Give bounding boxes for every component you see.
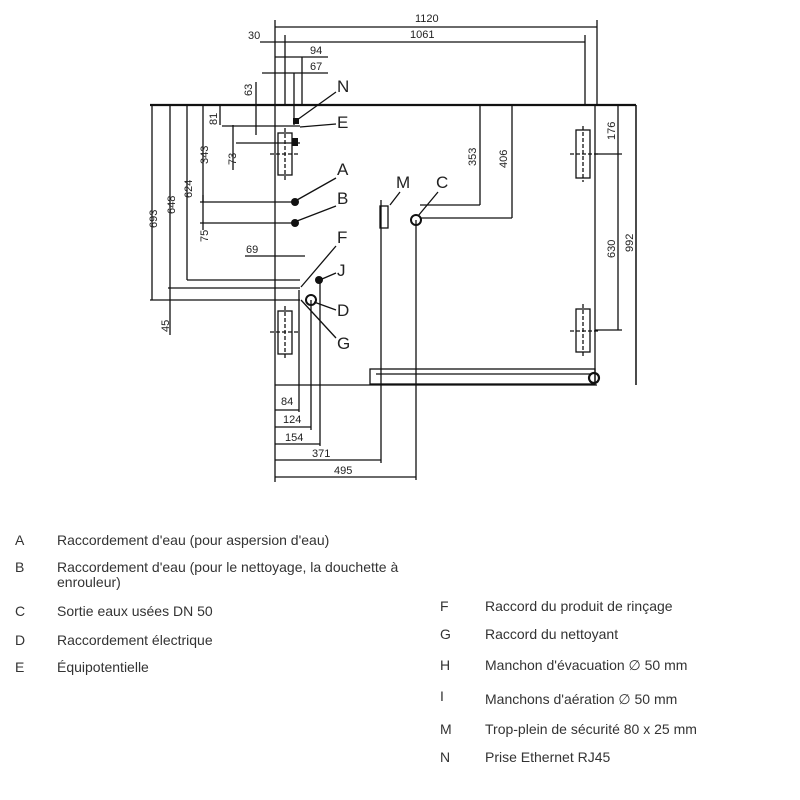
legend-key: G xyxy=(440,626,451,642)
dim-75: 75 xyxy=(199,230,211,242)
dim-69: 69 xyxy=(246,244,258,256)
technical-drawing: 1120 1061 30 94 67 63 693 648 624 343 75… xyxy=(148,13,637,482)
overflow-m xyxy=(379,205,389,229)
dim-630: 630 xyxy=(606,240,618,258)
dim-176: 176 xyxy=(606,122,618,140)
dim-124: 124 xyxy=(283,414,301,426)
legend-key: C xyxy=(15,603,26,619)
connection-j xyxy=(315,276,323,284)
legend-text: enrouleur) xyxy=(57,574,121,590)
legend-text: Raccordement d'eau (pour aspersion d'eau… xyxy=(57,532,330,548)
dim-693: 693 xyxy=(148,210,160,228)
label-n: N xyxy=(337,77,349,96)
label-f: F xyxy=(337,228,347,247)
dim-94: 94 xyxy=(310,45,322,57)
legend-key: I xyxy=(440,688,444,704)
dim-73: 73 xyxy=(227,153,239,165)
legend-key: E xyxy=(15,659,25,675)
right-dimension-lines xyxy=(420,105,637,385)
connection-d xyxy=(305,294,317,306)
label-b: B xyxy=(337,189,348,208)
legend-text: Raccord du nettoyant xyxy=(485,626,619,642)
centerlines xyxy=(270,126,600,358)
dim-30: 30 xyxy=(248,30,260,42)
legend-key: H xyxy=(440,657,451,673)
legend-text: Manchons d'aération ∅ 50 mm xyxy=(485,691,678,707)
dim-371: 371 xyxy=(312,448,330,460)
dim-63: 63 xyxy=(243,84,255,96)
dim-1120: 1120 xyxy=(415,13,439,25)
dim-81: 81 xyxy=(208,113,220,125)
legend-key: B xyxy=(15,559,25,575)
legend-key: A xyxy=(15,532,25,548)
leader-lines xyxy=(296,91,439,339)
legend-key: D xyxy=(15,632,26,648)
equipotential-e xyxy=(292,138,298,146)
label-g: G xyxy=(337,334,350,353)
dim-992: 992 xyxy=(624,234,636,252)
dim-406: 406 xyxy=(498,150,510,168)
label-d: D xyxy=(337,301,349,320)
dim-624: 624 xyxy=(183,180,195,198)
left-dimension-lines xyxy=(150,105,305,335)
dim-84: 84 xyxy=(281,396,293,408)
dim-67: 67 xyxy=(310,61,322,73)
label-m: M xyxy=(396,173,410,192)
bottom-dimension-lines xyxy=(275,200,417,480)
legend-text: Raccordement électrique xyxy=(57,632,213,648)
ethernet-port-n xyxy=(293,118,299,124)
dim-343: 343 xyxy=(199,146,211,164)
legend-text: Manchon d'évacuation ∅ 50 mm xyxy=(485,657,688,673)
legend-text: Raccord du produit de rinçage xyxy=(485,598,673,614)
label-e: E xyxy=(337,113,348,132)
label-j: J xyxy=(337,261,346,280)
label-c: C xyxy=(436,173,448,192)
legend-text: Raccordement d'eau (pour le nettoyage, l… xyxy=(57,559,399,575)
dim-353: 353 xyxy=(467,148,479,166)
legend-text: Sortie eaux usées DN 50 xyxy=(57,603,213,619)
dim-648: 648 xyxy=(166,196,178,214)
dim-154: 154 xyxy=(285,432,303,444)
drain-c xyxy=(410,214,422,226)
legend-text: Trop-plein de sécurité 80 x 25 mm xyxy=(485,721,697,737)
machine-outline xyxy=(150,20,637,482)
top-dimension-lines xyxy=(255,26,597,135)
dim-1061: 1061 xyxy=(410,29,434,41)
legend-text: Prise Ethernet RJ45 xyxy=(485,749,611,765)
dim-45: 45 xyxy=(160,320,172,332)
legend-key: F xyxy=(440,598,449,614)
label-a: A xyxy=(337,160,349,179)
legend-key: M xyxy=(440,721,452,737)
drain-trough xyxy=(369,368,601,385)
legend-text: Équipotentielle xyxy=(57,659,149,675)
legend-key: N xyxy=(440,749,451,765)
dim-495: 495 xyxy=(334,465,352,477)
